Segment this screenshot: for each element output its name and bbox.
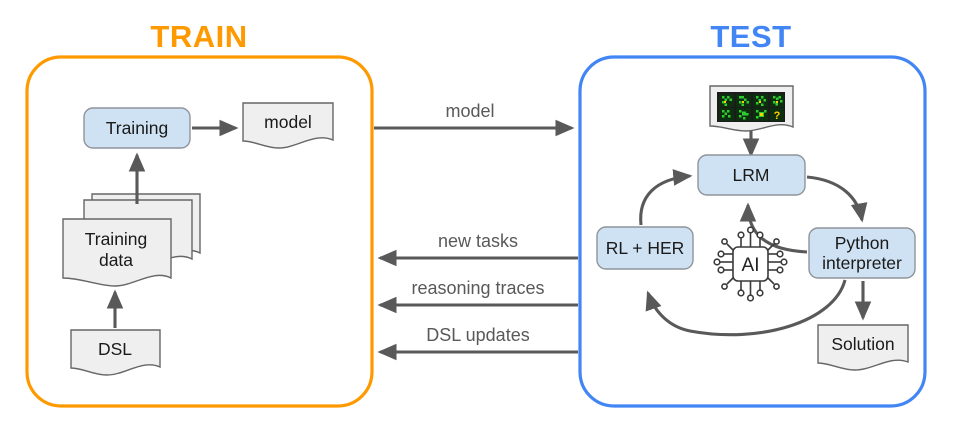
train-panel-title: TRAIN (150, 19, 247, 54)
solution-doc-label: Solution (831, 334, 894, 354)
edge-lrm-to-python (806, 175, 868, 223)
ai-chip-label: AI (742, 255, 760, 276)
dsl-doc-label: DSL (98, 339, 132, 359)
task-image-grid-cells: ? (719, 94, 784, 122)
training-box-label: Training (106, 118, 169, 138)
node-solution[interactable]: Solution (817, 324, 909, 371)
edge-rl-her-to-lrm (639, 169, 693, 226)
task-image-question-mark: ? (774, 110, 781, 122)
python-interpreter-label-line2: interpreter (822, 253, 902, 273)
solution-doc-shape (817, 324, 909, 371)
model-doc-label: model (264, 112, 312, 132)
python-interpreter-label-line1: Python (835, 233, 889, 253)
train-panel-border (25, 55, 374, 408)
training-data-label-line2: data (99, 250, 133, 270)
test-panel-border (578, 55, 927, 408)
node-training-data[interactable]: Training data (62, 193, 201, 287)
lrm-box-shape (697, 154, 806, 196)
training-box-shape (83, 107, 191, 149)
training-data-doc-front (62, 218, 172, 287)
edge-label-reasoning-traces: reasoning traces (411, 278, 544, 298)
node-training[interactable]: Training (83, 107, 191, 149)
edge-label-model: model (445, 101, 494, 121)
cross-panel-edges: model new tasks reasoning traces DSL upd… (374, 101, 578, 361)
node-dsl[interactable]: DSL (70, 329, 161, 376)
training-data-label-line1: Training (85, 229, 148, 249)
node-python-interpreter[interactable]: Python interpreter (808, 227, 916, 279)
model-doc-shape (242, 102, 334, 149)
node-rl-her[interactable]: RL + HER (596, 226, 694, 270)
edge-label-dsl-updates: DSL updates (426, 325, 529, 345)
train-panel: TRAIN Training model Training data (25, 19, 374, 408)
test-panel-title: TEST (710, 19, 791, 54)
edge-python-to-rl-her (645, 279, 847, 337)
node-task-image[interactable]: ? (709, 85, 794, 132)
rl-her-box-shape (596, 226, 694, 270)
ai-chip-icon: AI (713, 226, 788, 302)
python-interpreter-box-shape (808, 227, 916, 279)
lrm-box-label: LRM (733, 165, 770, 185)
test-panel: TEST (578, 19, 927, 408)
edge-python-to-lrm (739, 202, 808, 254)
dsl-doc-shape (70, 329, 161, 376)
node-model[interactable]: model (242, 102, 334, 149)
node-lrm[interactable]: LRM (697, 154, 806, 196)
rl-her-box-label: RL + HER (606, 238, 685, 258)
edge-label-new-tasks: new tasks (438, 231, 518, 251)
